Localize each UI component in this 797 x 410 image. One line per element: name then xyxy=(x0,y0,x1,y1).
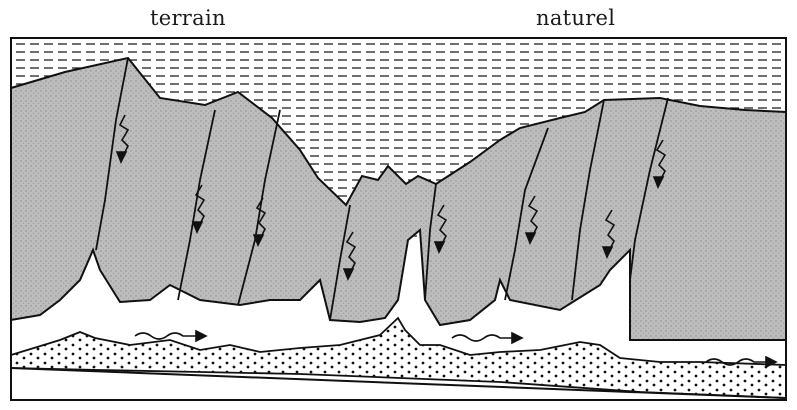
label-naturel: naturel xyxy=(536,6,615,30)
label-terrain: terrain xyxy=(150,6,226,30)
flow-arrow xyxy=(452,333,522,343)
